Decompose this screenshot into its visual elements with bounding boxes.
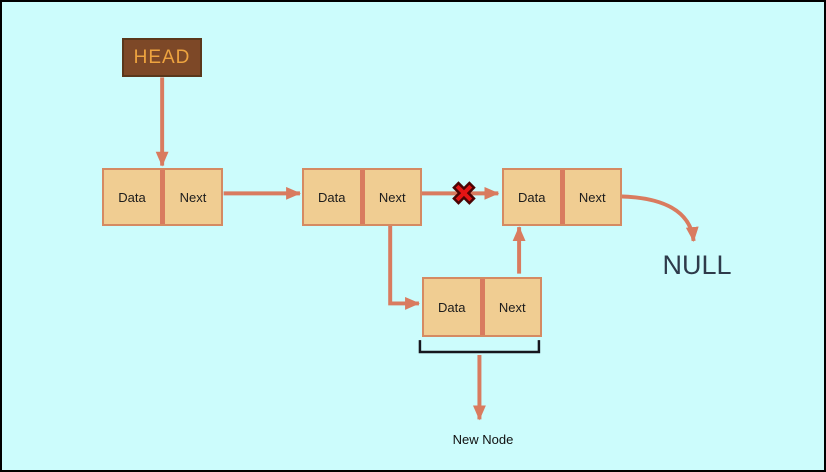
node1-divider	[160, 170, 165, 224]
node1-next-cell: Next	[179, 189, 207, 205]
node2-divider	[359, 170, 365, 224]
new-node[interactable]: Data Next	[422, 277, 542, 337]
new-node-caption[interactable]: New Node	[452, 432, 514, 447]
node1-data-cell: Data	[118, 189, 146, 205]
newnode-data-cell: Data	[438, 299, 466, 315]
head-label: HEAD	[133, 46, 191, 68]
node2-to-newnode-connector[interactable]	[388, 225, 420, 310]
new-node-bracket[interactable]	[418, 340, 541, 354]
broken-link-icon[interactable]: ✖	[451, 178, 478, 211]
node2-data-cell: Data	[318, 189, 346, 205]
node3-to-null-connector[interactable]	[619, 194, 699, 242]
list-node-2[interactable]: Data Next	[302, 168, 422, 226]
node2-next-cell: Next	[378, 189, 406, 205]
head-box[interactable]: HEAD	[122, 38, 202, 77]
node3-next-cell: Next	[578, 189, 606, 205]
newnode-divider	[479, 279, 485, 335]
newnode-next-cell: Next	[498, 299, 526, 315]
node3-divider	[559, 170, 565, 224]
list-node-1[interactable]: Data Next	[102, 168, 223, 226]
node3-data-cell: Data	[518, 189, 546, 205]
list-node-3[interactable]: Data Next	[502, 168, 622, 226]
null-label[interactable]: NULL	[662, 250, 732, 280]
